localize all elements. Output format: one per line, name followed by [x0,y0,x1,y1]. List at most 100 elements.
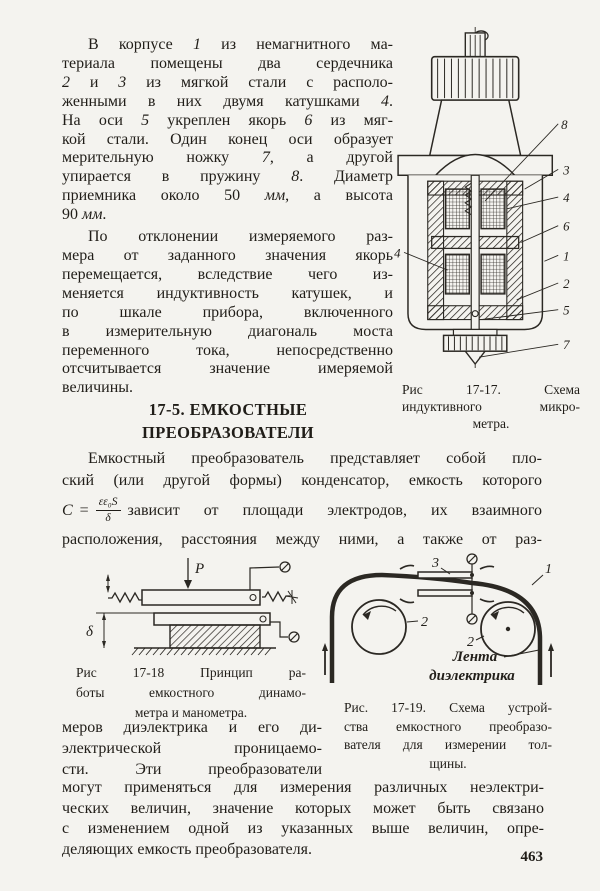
lower-plate [153,612,271,626]
text-line: приемника около 50 мм, а высота [62,187,393,205]
measuring-tip [463,350,487,366]
figure-17-17: 8 3 4 6 1 2 5 7 4 Рис 17-17. Схема индукт… [392,27,590,432]
text-line: электрической проницаемо- [62,740,322,757]
leader-lines [403,123,559,358]
text-line: териала помещены два сердечника [62,54,393,72]
text-line: индуктивного микро- [402,399,580,414]
label-2: 2 [563,277,570,291]
label-6: 6 [563,220,570,234]
label-4: 4 [563,191,570,205]
text-line: 17-5. ЕМКОСТНЫЕ [148,400,308,419]
thickness-transducer-diagram: 3 1 2 2 Лента диэлектрика [322,553,554,685]
text-line: меров диэлектрика и его ди- [62,719,322,736]
text-line: кой стали. Один конец оси образует [62,130,393,148]
figure-17-18: P δ Рис 17-18 Принцип ра [62,556,320,723]
text-line: метра и манометра. [134,705,248,720]
text-line: перемещается, вследствие чего из- [62,265,393,283]
figure-17-17-caption: Рис 17-17. Схема индуктивного микро-метра… [392,381,590,432]
label-1: 1 [563,249,569,263]
paragraph-dielectric-narrow: меров диэлектрика и его ди-электрической… [62,717,322,780]
spring [464,182,473,216]
formula-equals: = [79,501,89,519]
figure-17-18-caption: Рис 17-18 Принцип ра-боты емкостного дин… [62,663,320,723]
paragraph-deviation: По отклонении измеряемого раз-мера от за… [62,228,393,398]
label-roller-right-2: 2 [467,635,474,650]
dielectric-block [169,624,261,649]
top-plate [141,589,261,606]
text-line: сти. Эти преобразователи [62,761,322,778]
neck [428,99,522,157]
text-line: вателя для измерении тол- [344,737,552,752]
text-line: переменного тока, непосредственно [62,341,393,359]
text-line: упирается в пружину 8. Диаметр [62,168,393,186]
text-line: боты емкостного динамо- [76,685,306,700]
text-line: метра. [472,416,510,431]
electrode-lower [417,589,473,597]
text-line: ческих величин, значение которых может б… [62,799,544,817]
text-line: Рис. 17-19. Схема устрой- [344,700,552,715]
paragraph-applications: могут применяться для измерения различны… [62,778,544,860]
label-band-1: 1 [545,562,552,577]
bottom-nut [442,334,508,352]
label-5: 5 [563,304,570,318]
text-line: мера от заданного значения якорь [62,246,393,264]
inductive-micrometer-diagram: 8 3 4 6 1 2 5 7 4 [394,27,570,368]
coil-bottom-left [444,253,470,295]
capacitance-formula-line: C = εε₀S δ зависит от площади электродов… [62,492,542,529]
label-7: 7 [563,338,570,352]
roller-left [351,599,407,655]
text-line: ский (или другой формы) конденсатор, емк… [62,472,542,489]
label-4-left: 4 [394,246,401,260]
text-line: Емкостный преобразователь представляет с… [88,450,542,467]
formula-denominator: δ [105,512,111,524]
spring-anchor [285,590,299,604]
figure-17-19: 3 1 2 2 Лента диэлектрика Рис. 17-19. Сх… [322,553,574,773]
electrode-upper [417,571,473,579]
paragraph-housing: В корпусе 1 из немагнитного ма-териала п… [62,36,393,225]
upper-wire [249,566,280,590]
section-heading: 17-5. ЕМКОСТНЫЕ ПРЕОБРАЗОВАТЕЛИ [62,398,394,444]
text-line: По отклонении измеряемого раз- [88,228,393,246]
text-line: отсчитывается значение имеряемой [62,360,393,378]
text-line: в измерительную диагональ моста [62,322,393,340]
ground-hatching [131,647,272,656]
text-line: 90 мм. [62,206,107,224]
lower-wire [270,621,288,638]
text-line: Рис 17-17. Схема [402,382,580,397]
figure-17-19-caption: Рис. 17-19. Схема устрой-ства емкостного… [322,699,574,773]
label-force-p: P [194,561,204,577]
text-line: величины. [62,379,134,397]
formula-fraction: εε₀S δ [95,496,121,525]
label-tape-line1: Лента [452,649,498,665]
page-number: 463 [520,849,544,865]
label-tape-line2: диэлектрика [429,668,515,684]
dynamometer-diagram: P δ [86,558,300,656]
text-line: могут применяться для измерения различны… [62,779,544,796]
text-line: Рис 17-18 Принцип ра- [76,665,306,680]
motion-flicks [399,564,495,604]
paragraph-capacitive: Емкостный преобразователь представляет с… [62,448,542,551]
formula-lhs: C [62,501,73,519]
text-line: расположения, расстояния между ними, а т… [62,531,542,548]
text-line: В корпусе 1 из немагнитного ма- [88,36,394,53]
right-spring [262,590,290,603]
text-line: ПРЕОБРАЗОВАТЕЛИ [141,423,315,442]
text-line: с изменением одной из указанных выше вел… [62,820,544,837]
text-line: мерительную ножку 7, а другой [62,149,393,167]
core-left [427,180,445,321]
text-line: 2 и 3 из мягкой стали с располо- [62,73,394,91]
left-text-column: В корпусе 1 из немагнитного ма-териала п… [62,36,393,398]
formula-numerator: εε₀S [95,496,121,511]
text-line: деляющих емкость преобразователя. [62,840,312,858]
coil-bottom-right [480,253,506,295]
label-3: 3 [562,163,569,177]
label-delta: δ [86,624,94,640]
text-line: ства емкостного преобразо- [344,718,552,734]
coil-top-left [444,188,470,230]
text-line: по шкале прибора, включенного [62,303,393,321]
text-line: меняется индуктивность катушек, и [62,284,393,302]
label-roller-left-2: 2 [421,615,428,630]
text-line: зависит от площади электродов, их взаимн… [127,501,542,519]
left-spring [108,591,142,604]
